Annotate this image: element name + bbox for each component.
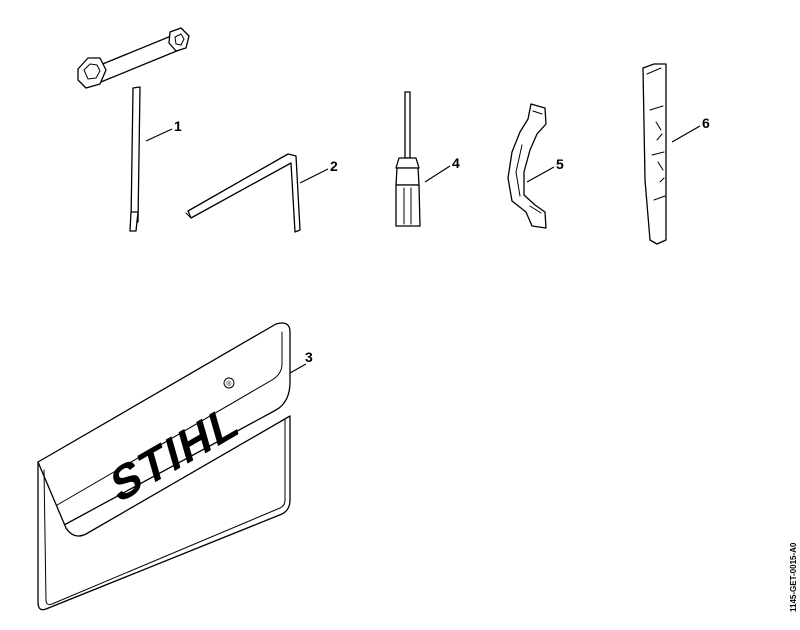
tool-pouch [37,322,291,611]
callout-2: 2 [330,158,338,174]
hook-tool [507,103,547,229]
callout-1: 1 [174,118,182,134]
svg-text:®: ® [226,380,232,388]
callout-4: 4 [452,155,460,171]
depth-gauge [642,63,667,245]
callout-6: 6 [702,115,710,131]
screwdriver [395,91,421,227]
registered-mark: ® [223,377,235,389]
document-id: 1145-GET-0015-A0 [789,542,798,612]
hex-key [185,153,301,233]
leader-line-5 [526,166,555,183]
callout-5: 5 [556,156,564,172]
leader-line-6 [671,125,701,143]
combination-wrench [77,27,190,232]
leader-line-2 [299,168,329,184]
leader-line-1 [145,128,173,142]
leader-line-3 [289,363,307,374]
callout-3: 3 [305,349,313,365]
leader-line-4 [424,165,451,183]
